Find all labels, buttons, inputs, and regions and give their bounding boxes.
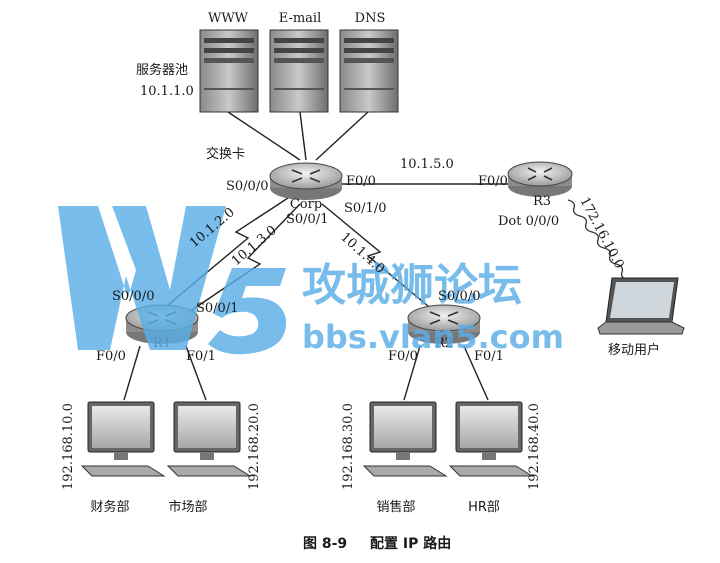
link-corp-r1-serial-b xyxy=(185,203,301,315)
server-label-email: E-mail xyxy=(279,11,322,26)
host-name-sales: 销售部 xyxy=(376,499,415,515)
pc-marketing[interactable] xyxy=(166,401,252,477)
link-dns-corp xyxy=(315,111,369,161)
figure-title: 配置 IP 路由 xyxy=(370,535,451,552)
pc-sales[interactable] xyxy=(362,401,448,477)
wireless-link xyxy=(567,199,636,289)
laptop-icon[interactable] xyxy=(597,277,685,335)
host-name-finance: 财务部 xyxy=(90,499,129,515)
server-pool: WWW E-mail DNS 服务器池 10.1.1.0 xyxy=(136,11,399,113)
pc-finance[interactable] xyxy=(80,401,166,477)
watermark: 攻城狮论坛 bbs.vlan5.com xyxy=(58,206,564,356)
watermark-logo-icon xyxy=(58,206,287,355)
host-name-hr: HR部 xyxy=(468,500,500,515)
router-arrows-icon xyxy=(429,311,459,325)
r1-s000-label: S0/0/0 xyxy=(112,289,154,304)
host-net-sales: 192.168.30.0 xyxy=(341,403,356,490)
router-corp-name: Corp xyxy=(290,197,322,212)
r1-f00-label: F0/0 xyxy=(96,349,126,364)
router-r3-name: R3 xyxy=(533,194,551,209)
links xyxy=(123,111,510,401)
pc-hr[interactable] xyxy=(448,401,534,477)
host-net-finance: 192.168.10.0 xyxy=(61,403,76,490)
host-net-hr: 192.168.40.0 xyxy=(527,403,542,490)
link-r1-pc1 xyxy=(123,345,141,401)
mobile-user-label: 移动用户 xyxy=(608,342,660,358)
router-arrows-icon xyxy=(291,169,321,183)
server-www[interactable] xyxy=(199,29,259,113)
r2-f00-label: F0/0 xyxy=(388,349,418,364)
corp-f00-label: F0/0 xyxy=(346,174,376,189)
watermark-title: 攻城狮论坛 xyxy=(302,260,522,311)
link-www-corp xyxy=(227,111,301,161)
r3-f00-label: F0/0 xyxy=(478,174,508,189)
host-name-marketing: 市场部 xyxy=(168,499,207,515)
link-r1-pc2 xyxy=(185,345,207,401)
router-arrows-icon xyxy=(527,167,553,181)
r1-f01-label: F0/1 xyxy=(186,349,216,364)
link-corp-r2-serial xyxy=(321,203,429,307)
link-r2-pc3 xyxy=(403,345,421,401)
server-pool-name: 服务器池 xyxy=(136,62,188,78)
server-dns[interactable] xyxy=(339,29,399,113)
router-r2[interactable] xyxy=(407,304,481,344)
server-email[interactable] xyxy=(269,29,329,113)
figure-number: 图 8-9 xyxy=(303,536,347,552)
corp-s010-label: S0/1/0 xyxy=(344,201,386,216)
net-corp-r1-b-label: 10.1.3.0 xyxy=(229,223,280,269)
router-r2-name: R2 xyxy=(435,336,453,351)
net-wireless-label: 172.16.10.0 xyxy=(576,195,626,271)
r2-s000-label: S0/0/0 xyxy=(438,289,480,304)
host-net-marketing: 192.168.20.0 xyxy=(247,403,262,490)
r1-s001-label: S0/0/1 xyxy=(196,301,238,316)
corp-s001-label: S0/0/1 xyxy=(286,212,328,227)
corp-s000-label: S0/0/0 xyxy=(226,179,268,194)
server-label-www: WWW xyxy=(208,11,249,26)
watermark-url: bbs.vlan5.com xyxy=(302,318,564,356)
router-corp[interactable] xyxy=(269,162,343,200)
switch-label: 交换卡 xyxy=(206,146,245,162)
server-pool-network: 10.1.1.0 xyxy=(140,84,194,99)
link-r2-pc4 xyxy=(463,345,489,401)
link-email-corp xyxy=(299,111,307,161)
r3-dot-label: Dot 0/0/0 xyxy=(498,214,559,229)
net-corp-r3-label: 10.1.5.0 xyxy=(400,157,454,172)
server-label-dns: DNS xyxy=(355,11,386,26)
router-r3[interactable] xyxy=(507,161,573,197)
r2-f01-label: F0/1 xyxy=(474,349,504,364)
